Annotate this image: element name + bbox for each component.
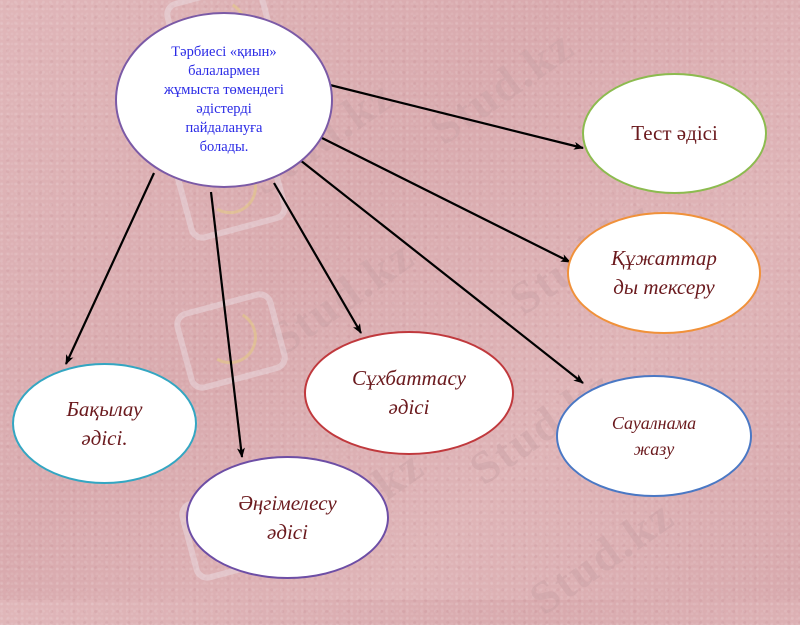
method-label: әдісі. <box>81 425 128 450</box>
connector-arrows <box>65 83 584 458</box>
central-topic-line: болады. <box>199 139 249 155</box>
method-label: Бақылау <box>66 396 143 421</box>
arrow-to-documents <box>317 135 571 263</box>
central-topic-line: балалармен <box>188 63 260 79</box>
arrow-to-test <box>329 83 584 150</box>
arrow-to-conversation <box>209 191 245 458</box>
method-node-conversation: Әңгімелесу әдісі <box>186 456 389 579</box>
method-node-interview: Сұхбаттасу әдісі <box>304 331 514 455</box>
arrow-to-survey <box>299 159 584 384</box>
central-topic-line: әдістерді <box>196 101 252 117</box>
method-node-documents: Құжаттар ды тексеру <box>567 212 761 334</box>
method-node-test: Тест әдісі <box>582 73 767 194</box>
method-label: ды тексеру <box>613 275 715 299</box>
method-node-survey: Сауалнама жазу <box>556 375 752 497</box>
method-label: Сұхбаттасу <box>352 366 466 390</box>
central-topic-node: Тәрбиесі «қиын» балалармен жұмыста төмен… <box>115 12 333 188</box>
arrow-to-observation <box>65 172 155 365</box>
central-topic-line: пайдалануға <box>185 120 263 136</box>
method-label: Әңгімелесу <box>238 490 337 515</box>
method-node-observation: Бақылау әдісі. <box>12 363 197 484</box>
method-label: әдісі <box>388 395 430 419</box>
method-label: Құжаттар <box>611 246 717 270</box>
method-label: жазу <box>633 439 675 459</box>
method-label: Сауалнама <box>611 413 697 433</box>
central-topic-text: Тәрбиесі «қиын» балалармен жұмыста төмен… <box>164 43 284 157</box>
method-label: Тест әдісі <box>631 121 718 145</box>
central-topic-line: Тәрбиесі «қиын» <box>171 44 277 60</box>
method-label: әдісі <box>267 519 308 544</box>
central-topic-line: жұмыста төмендегі <box>164 82 284 98</box>
arrow-to-interview <box>273 182 362 334</box>
